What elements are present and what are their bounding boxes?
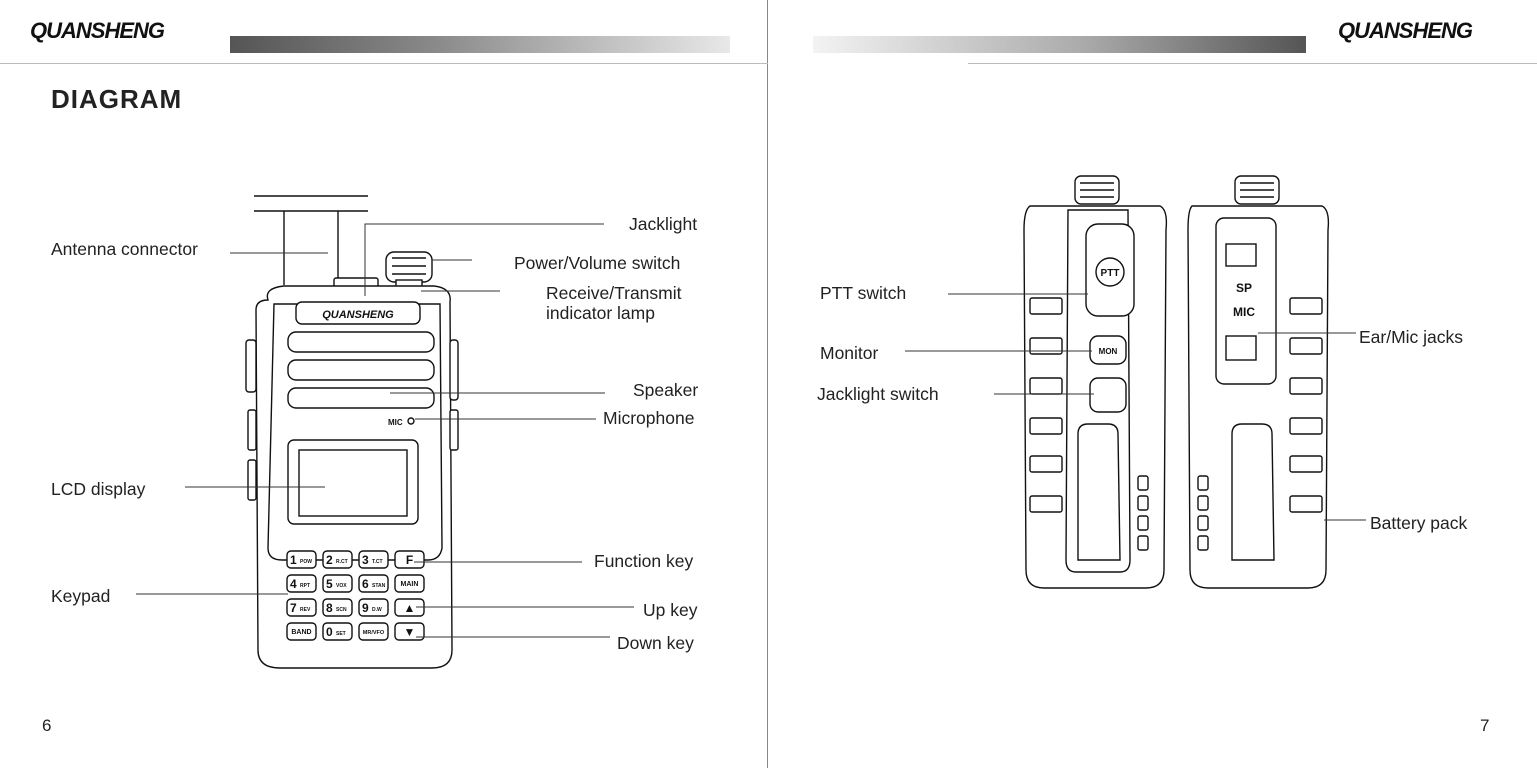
label-receive-transmit: Receive/Transmit xyxy=(546,283,682,303)
mic-text: MIC xyxy=(388,418,403,427)
header-rule xyxy=(0,63,768,64)
power-knob xyxy=(385,251,433,283)
keypad-key-sublabel: SCN xyxy=(336,607,347,613)
keypad-key-label: 1 xyxy=(290,553,297,567)
radio-side-diagram: PTT MON SP MIC xyxy=(905,175,1366,589)
header-rule-right xyxy=(968,63,1537,64)
keypad-key-label: ▼ xyxy=(404,625,416,639)
header-bar xyxy=(230,36,730,53)
side-mic-text: MIC xyxy=(1233,305,1255,319)
keypad-key-label: BAND xyxy=(291,629,311,636)
monitor-button xyxy=(1089,335,1127,365)
brand-text-right: QUANSHENG xyxy=(1338,18,1473,43)
brand-logo-right: QUANSHENG xyxy=(1338,18,1473,44)
keypad-key-label: 9 xyxy=(362,601,369,615)
lcd-frame xyxy=(287,439,419,525)
keypad-key-label: ▲ xyxy=(404,601,416,615)
brand-text: QUANSHENG xyxy=(30,18,165,43)
label-ptt-switch: PTT switch xyxy=(820,283,907,303)
jack-cover xyxy=(1215,217,1277,385)
right-page: QUANSHENG PTT MON xyxy=(768,0,1537,768)
keypad-key-sublabel: RPT xyxy=(300,583,310,589)
keypad-key-label: 4 xyxy=(290,577,297,591)
keypad-key-sublabel: POW xyxy=(300,559,312,565)
mic-hole xyxy=(407,417,415,425)
label-battery-pack: Battery pack xyxy=(1370,513,1468,533)
keypad-key-sublabel: VOX xyxy=(336,583,347,589)
label-monitor: Monitor xyxy=(820,343,879,363)
mon-text: MON xyxy=(1099,347,1118,356)
page-number-right: 7 xyxy=(1480,716,1490,735)
keypad-key-label: 6 xyxy=(362,577,369,591)
jacklight-button xyxy=(1089,377,1127,413)
speaker-slot-1 xyxy=(287,331,435,353)
brand-logo: QUANSHENG xyxy=(30,18,165,44)
label-up-key: Up key xyxy=(643,600,698,620)
keypad-key: ▼ xyxy=(394,622,425,641)
keypad-key: MR/VFO xyxy=(358,622,389,641)
keypad-key: BAND xyxy=(286,622,317,641)
keypad-key: MAIN xyxy=(394,574,425,593)
keypad-key-label: 3 xyxy=(362,553,369,567)
radio-logo-text: QUANSHENG xyxy=(322,309,394,321)
keypad-key-label: F xyxy=(406,553,413,567)
label-power-volume-switch: Power/Volume switch xyxy=(514,253,681,273)
keypad-key-label: MR/VFO xyxy=(363,630,385,636)
header-bar-right xyxy=(813,36,1306,53)
page-number-left: 6 xyxy=(42,716,52,735)
label-function-key: Function key xyxy=(594,551,694,571)
keypad-key-label: MAIN xyxy=(401,581,419,588)
speaker-slot-2 xyxy=(287,359,435,381)
keypad-key-sublabel: D.W xyxy=(372,607,382,613)
keypad-key-sublabel: R.CT xyxy=(336,559,348,565)
sp-text: SP xyxy=(1236,281,1252,295)
keypad-key-label: 0 xyxy=(326,625,333,639)
label-indicator-lamp: indicator lamp xyxy=(546,303,655,323)
keypad-key: F xyxy=(394,550,425,569)
lcd-screen xyxy=(298,449,408,517)
keypad-key-label: 8 xyxy=(326,601,333,615)
ptt-text: PTT xyxy=(1101,268,1120,279)
label-keypad: Keypad xyxy=(51,586,111,606)
keypad-key-label: 2 xyxy=(326,553,333,567)
label-antenna-connector: Antenna connector xyxy=(51,239,198,259)
page-title: DIAGRAM xyxy=(51,84,183,114)
left-page: QUANSHENG DIAGRAM QUANSHENG MIC xyxy=(0,0,768,768)
label-down-key: Down key xyxy=(617,633,694,653)
side-view-ptt: PTT MON xyxy=(1023,175,1168,589)
label-speaker: Speaker xyxy=(633,380,699,400)
keypad-key-sublabel: T.CT xyxy=(372,559,383,565)
keypad-key-label: 7 xyxy=(290,601,297,615)
keypad-key-sublabel: STAN xyxy=(372,583,386,589)
label-jacklight: Jacklight xyxy=(629,214,698,234)
label-ear-mic-jacks: Ear/Mic jacks xyxy=(1359,327,1464,347)
keypad-key-sublabel: REV xyxy=(300,607,311,613)
side-view-jacks: SP MIC xyxy=(1187,175,1330,589)
label-lcd-display: LCD display xyxy=(51,479,146,499)
keypad-key-sublabel: SET xyxy=(336,631,346,637)
radio-logo-badge xyxy=(295,301,421,325)
speaker-slot-3 xyxy=(287,387,435,409)
keypad-key-label: 5 xyxy=(326,577,333,591)
label-jacklight-switch: Jacklight switch xyxy=(817,384,939,404)
label-microphone: Microphone xyxy=(603,408,695,428)
